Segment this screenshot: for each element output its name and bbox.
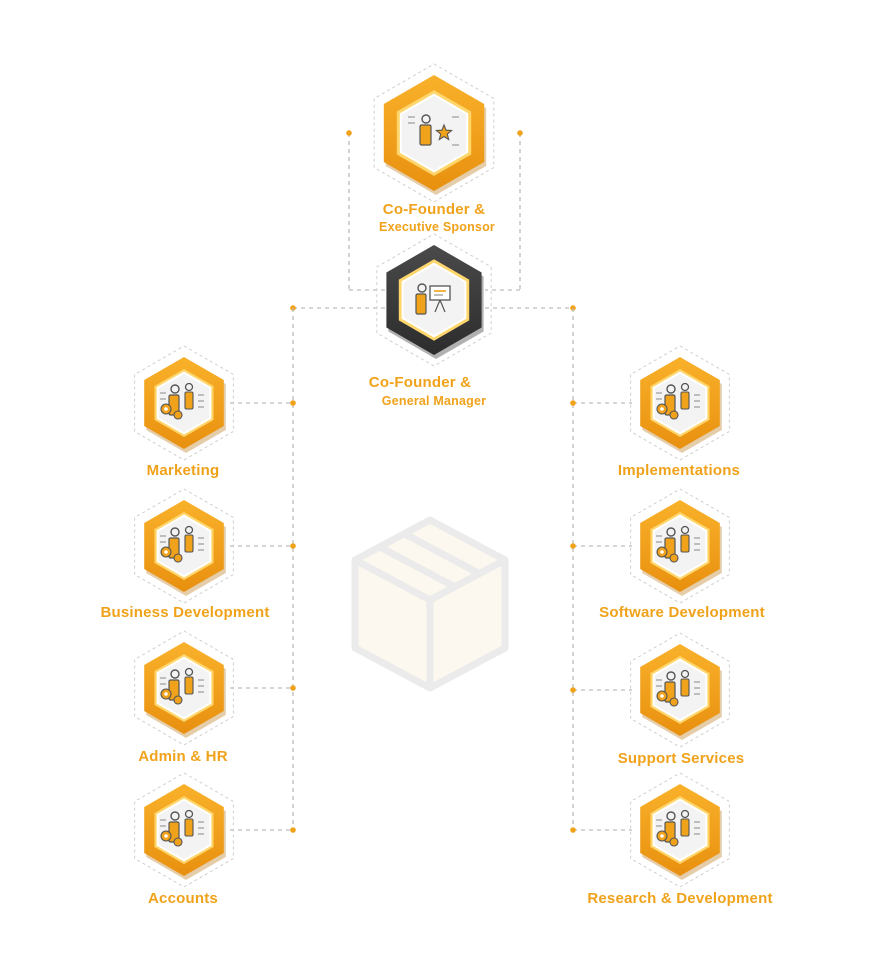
node-dept-left-2 — [134, 488, 234, 604]
person-gears-icon — [160, 382, 204, 420]
node-dept-right-4 — [630, 772, 730, 888]
node-general-manager — [376, 233, 492, 367]
dept-label-right-3: Support Services — [617, 750, 745, 767]
connector-dot — [290, 400, 296, 406]
dept-label-left-4: Accounts — [148, 890, 218, 907]
sponsor-title-line1: Co-Founder & — [382, 201, 486, 218]
manager-title-line1: Co-Founder & — [368, 374, 472, 391]
connector-dot — [346, 130, 352, 136]
connector-dot — [290, 685, 296, 691]
manager-title-line2: General Manager — [381, 394, 487, 408]
node-dept-left-4 — [134, 772, 234, 888]
connector-dot — [570, 827, 576, 833]
sponsor-title-line2: Executive Sponsor — [379, 220, 495, 234]
person-gears-icon — [656, 669, 700, 707]
person-gears-icon — [656, 525, 700, 563]
person-star-icon — [408, 114, 459, 146]
node-dept-right-2 — [630, 488, 730, 604]
box-watermark-icon — [351, 516, 509, 692]
node-dept-left-1 — [134, 345, 234, 461]
dept-label-left-3: Admin & HR — [138, 748, 228, 765]
connector-dot — [290, 827, 296, 833]
connector-dot — [570, 543, 576, 549]
node-executive-sponsor — [373, 63, 495, 203]
dept-label-right-4: Research & Development — [587, 890, 773, 907]
connector-lines — [230, 130, 632, 833]
dept-label-left-1: Marketing — [146, 462, 220, 479]
person-gears-icon — [656, 382, 700, 420]
connector-dot — [570, 400, 576, 406]
node-dept-right-1 — [630, 345, 730, 461]
connector-dot — [517, 130, 523, 136]
person-gears-icon — [656, 809, 700, 847]
dept-label-left-2: Business Development — [100, 604, 270, 621]
person-gears-icon — [160, 809, 204, 847]
person-gears-icon — [160, 667, 204, 705]
dept-label-right-1: Implementations — [617, 462, 741, 479]
presenter-board-icon — [415, 283, 451, 315]
connector-dot — [570, 687, 576, 693]
node-dept-right-3 — [630, 632, 730, 748]
person-gears-icon — [160, 525, 204, 563]
dept-label-right-2: Software Development — [599, 604, 765, 621]
node-dept-left-3 — [134, 630, 234, 746]
connector-dot — [290, 543, 296, 549]
